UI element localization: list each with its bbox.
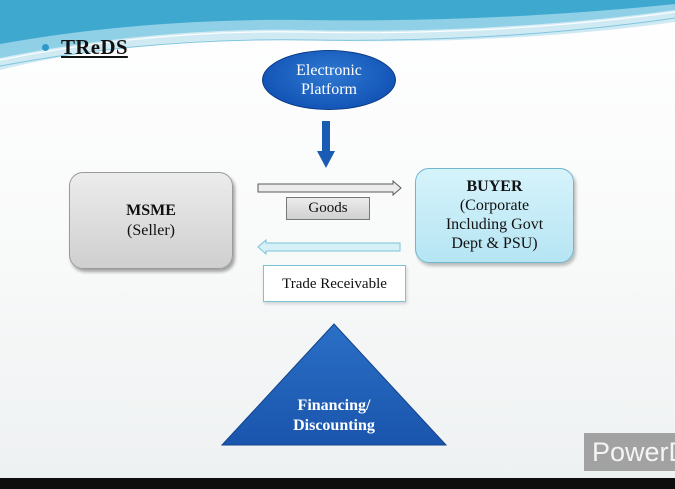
msme-node: MSME (Seller) [69,172,233,269]
buyer-line1: (Corporate [459,197,530,214]
financing-line2: Discounting [293,417,375,434]
bullet-icon [42,44,49,51]
buyer-line3: Dept & PSU) [451,235,538,252]
header-wave [0,0,675,70]
title-row: TReDS [42,35,128,60]
msme-role: (Seller) [127,221,175,239]
platform-label-line1: Electronic [296,62,362,79]
receivable-arrow-icon [257,238,401,256]
financing-triangle [220,323,448,446]
flow-arrows [257,121,402,256]
electronic-platform-node: Electronic Platform [262,50,396,110]
slide: TReDS Electronic Platform MSME (Seller) … [0,0,675,478]
msme-name: MSME [126,201,176,219]
powerdirector-watermark: PowerD [584,433,675,471]
platform-label-line2: Platform [301,81,357,98]
financing-line1: Financing/ [297,397,371,414]
goods-arrow-icon [257,179,402,197]
buyer-line2: Including Govt [445,216,544,233]
trade-receivable-label: Trade Receivable [263,265,406,302]
down-arrow-icon [317,121,335,168]
goods-label: Goods [286,197,370,220]
buyer-node: BUYER (Corporate Including Govt Dept & P… [415,168,574,263]
buyer-name: BUYER [466,178,523,195]
financing-label: Financing/ Discounting [270,396,398,436]
slide-title: TReDS [61,35,128,59]
